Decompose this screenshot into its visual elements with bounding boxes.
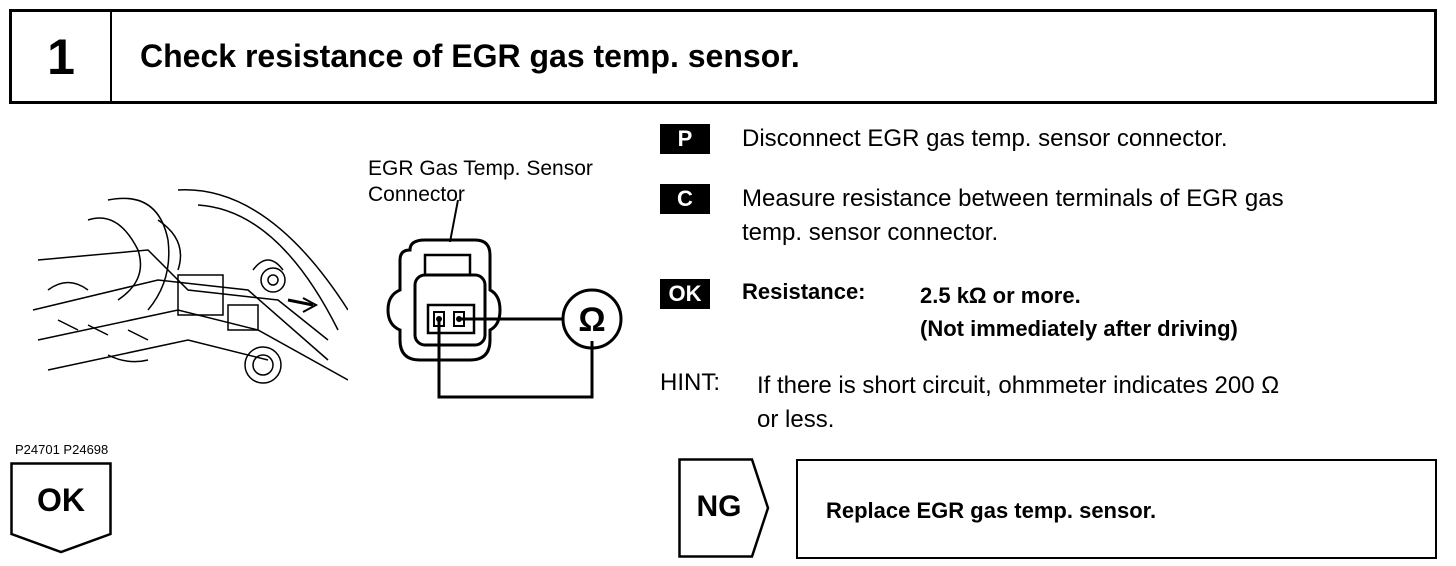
instruction-c-text: Measure resistance between terminals of … bbox=[742, 182, 1284, 250]
ng-tag-shape bbox=[678, 458, 770, 558]
hint-text-line1: If there is short circuit, ohmmeter indi… bbox=[757, 372, 1280, 399]
resistance-value-line1: 2.5 kΩ or more. bbox=[920, 283, 1081, 308]
connector-label-line2: Connector bbox=[368, 183, 465, 206]
ng-tag: NG bbox=[678, 458, 770, 558]
ok-tag-label: OK bbox=[37, 482, 85, 518]
connector-diagram: Ω bbox=[386, 200, 623, 399]
figure-ids: P24701 P24698 bbox=[15, 442, 109, 457]
instruction-c-line2: temp. sensor connector. bbox=[742, 219, 999, 246]
badge-ok: OK bbox=[660, 279, 710, 309]
step-number: 1 bbox=[12, 12, 112, 101]
resistance-label: Resistance: bbox=[742, 279, 866, 304]
ok-tag: OK bbox=[10, 462, 112, 554]
step-title: Check resistance of EGR gas temp. sensor… bbox=[140, 38, 800, 74]
instruction-c-line1: Measure resistance between terminals of … bbox=[742, 185, 1284, 212]
hint-text-line2: or less. bbox=[757, 406, 835, 433]
ok-tag-shape bbox=[10, 462, 112, 554]
instruction-p-text: Disconnect EGR gas temp. sensor connecto… bbox=[742, 125, 1228, 152]
ng-action-text: Replace EGR gas temp. sensor. bbox=[826, 498, 1157, 523]
hint-text: If there is short circuit, ohmmeter indi… bbox=[757, 369, 1279, 437]
resistance-value: 2.5 kΩ or more. (Not immediately after d… bbox=[920, 279, 1238, 345]
ng-action-box: Replace EGR gas temp. sensor. bbox=[796, 459, 1437, 559]
step-header: 1 Check resistance of EGR gas temp. sens… bbox=[9, 9, 1437, 104]
badge-c: C bbox=[660, 184, 710, 214]
resistance-value-line2: (Not immediately after driving) bbox=[920, 316, 1238, 341]
badge-p: P bbox=[660, 124, 710, 154]
connector-label-line1: EGR Gas Temp. Sensor bbox=[368, 157, 593, 180]
ng-tag-label: NG bbox=[696, 490, 742, 523]
ohm-symbol: Ω bbox=[578, 301, 605, 339]
connector-label: EGR Gas Temp. Sensor Connector bbox=[368, 156, 593, 208]
engine-bay-illustration bbox=[32, 189, 348, 384]
hint-label: HINT: bbox=[660, 369, 720, 396]
